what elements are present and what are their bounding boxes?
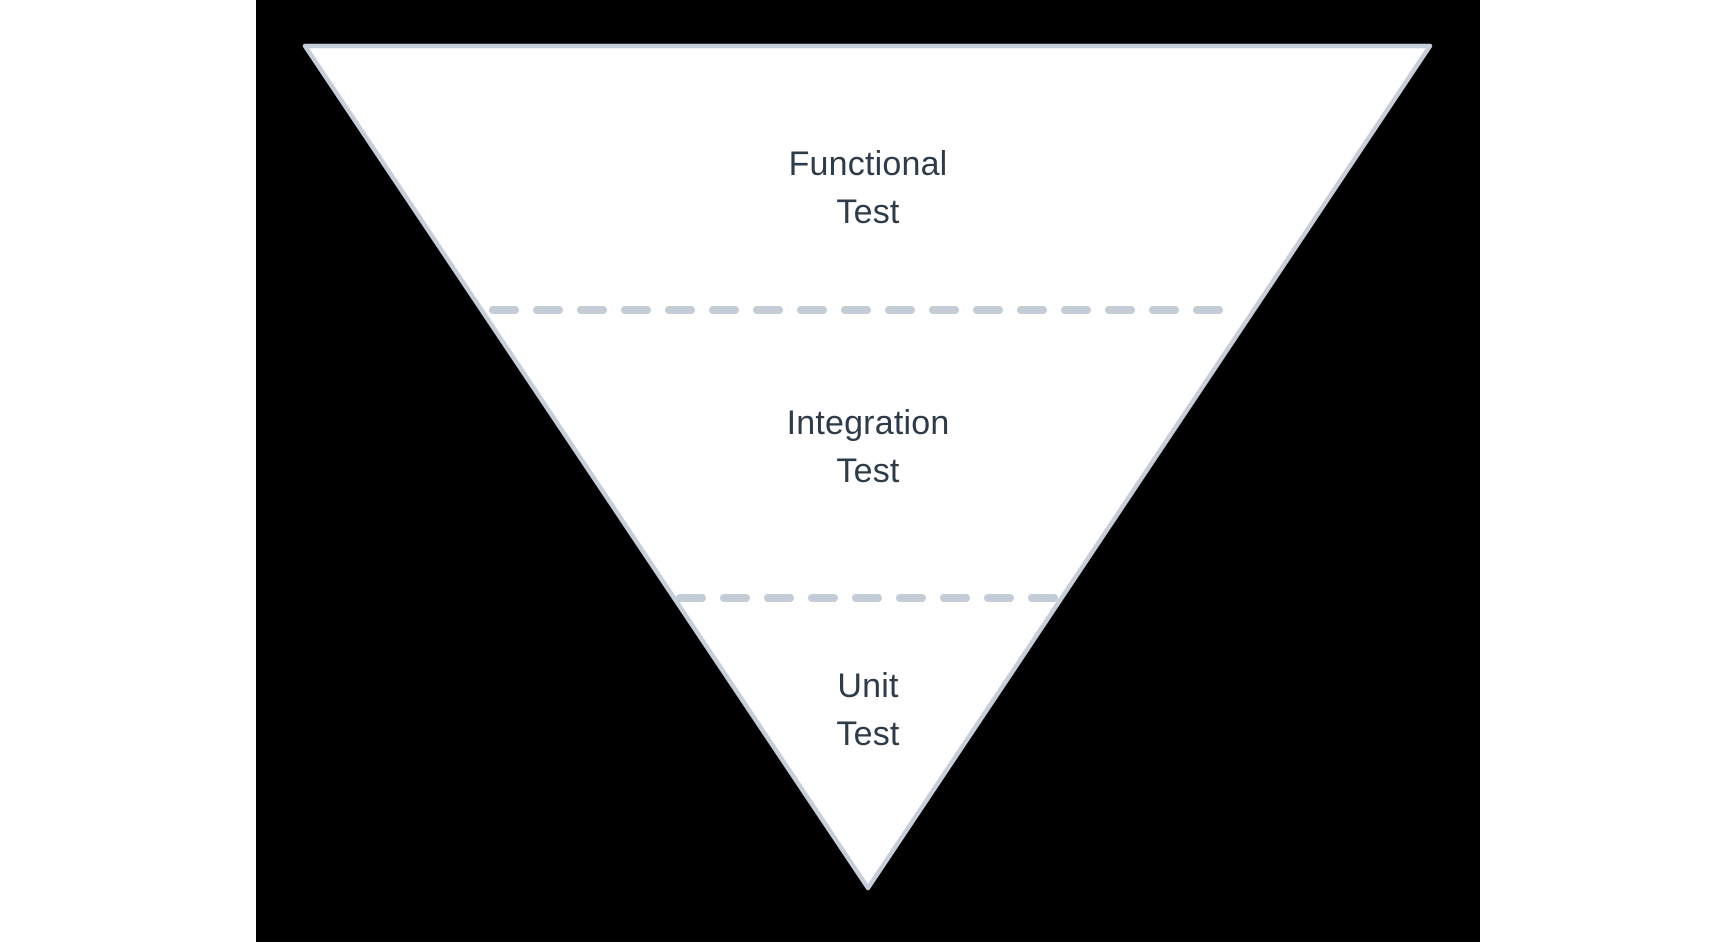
level-label-line: Unit [837, 667, 899, 705]
level-label-line: Integration [786, 404, 950, 442]
level-label-line: Test [836, 452, 900, 490]
level-label-line: Test [836, 715, 900, 753]
level-label-integration-test: Integration Test [658, 399, 1078, 495]
pyramid-shape [302, 43, 1433, 891]
level-label-line: Test [836, 193, 900, 231]
level-label-functional-test: Functional Test [658, 140, 1078, 236]
level-label-line: Functional [788, 145, 948, 183]
test-pyramid-diagram [302, 43, 1433, 891]
diagram-canvas: Functional Test Integration Test Unit Te… [256, 0, 1480, 942]
level-label-unit-test: Unit Test [658, 662, 1078, 758]
